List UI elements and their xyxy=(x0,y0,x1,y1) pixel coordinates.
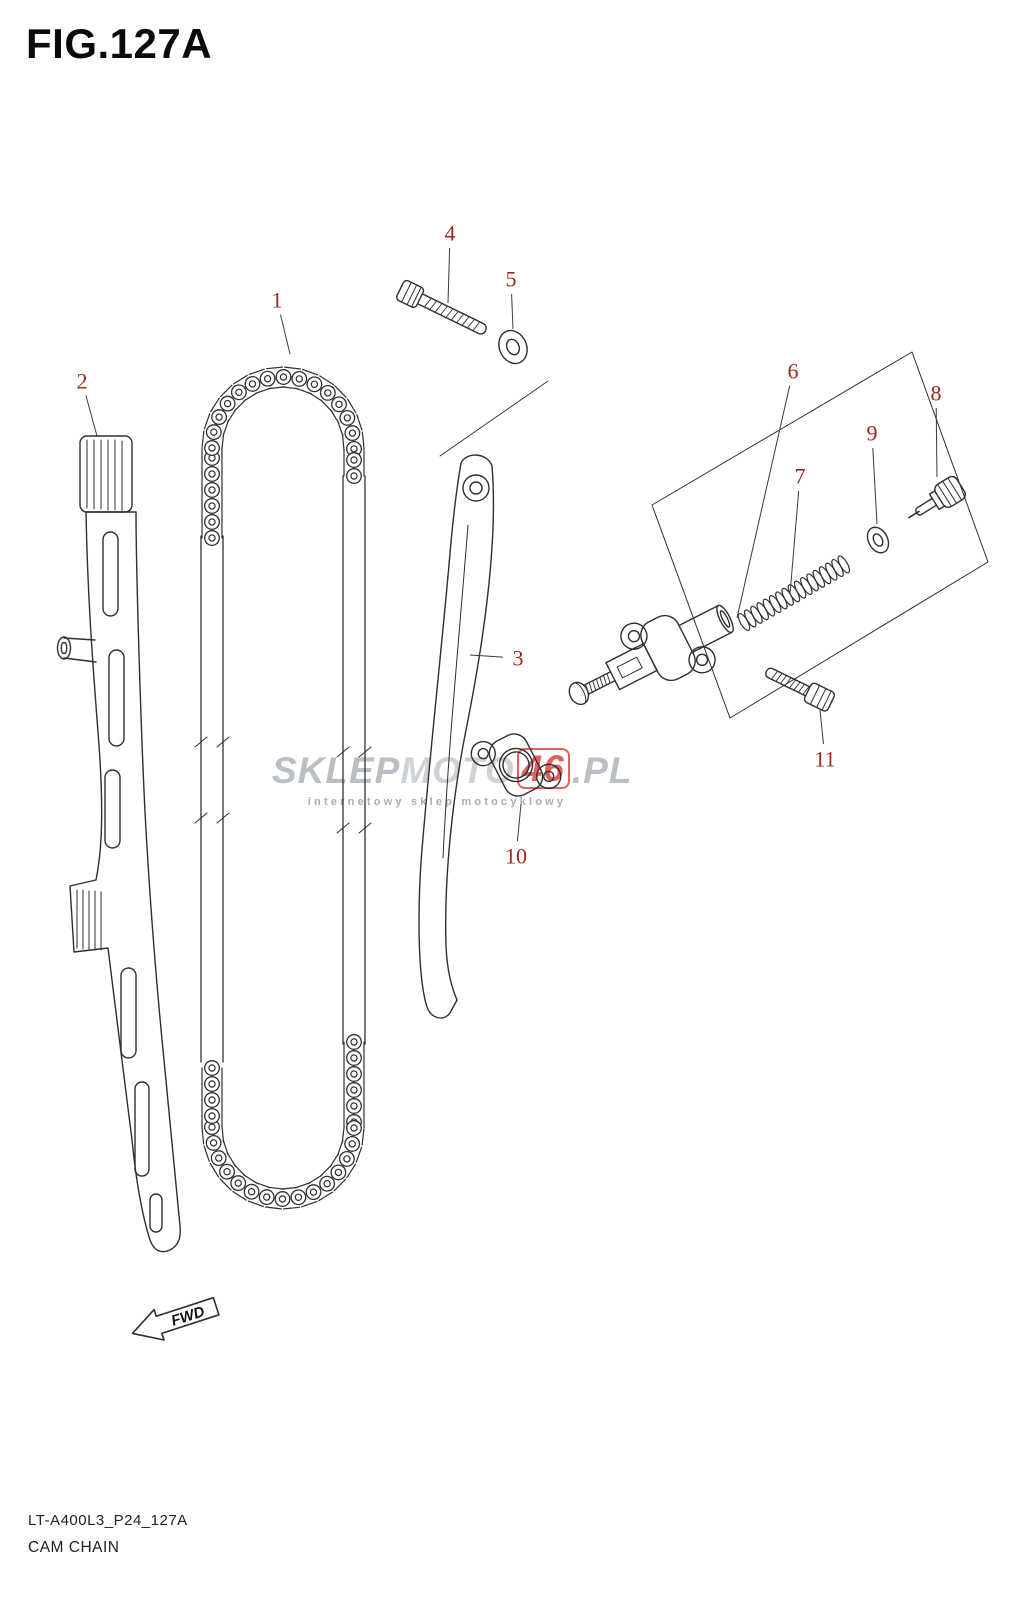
pivot-bolt-part xyxy=(396,279,487,335)
callout-leader-2 xyxy=(85,395,98,437)
callout-leader-11 xyxy=(819,709,824,745)
mount-bolt-part xyxy=(765,667,836,712)
guide-peg xyxy=(63,637,97,663)
figure-caption: CAM CHAIN xyxy=(28,1539,120,1556)
callout-leader-8 xyxy=(935,407,938,478)
callout-leader-3 xyxy=(469,654,504,658)
cam-chain-links xyxy=(201,366,365,1210)
tensioner-blade-part xyxy=(418,454,495,1019)
footer: LT-A400L3_P24_127A CAM CHAIN xyxy=(28,1512,188,1557)
callout-number-9-tensioner-washer: 9 xyxy=(867,421,878,446)
watermark-sklep: SKLEP xyxy=(272,750,401,791)
callout-layer: 1 2 3 4 5 6 7 8 9 10 11 xyxy=(77,221,942,869)
chain-run-lines xyxy=(200,475,366,1063)
callout-leader-5 xyxy=(511,293,514,330)
callout-number-5-pivot-washer: 5 xyxy=(506,267,517,292)
callout-leader-6 xyxy=(736,385,791,619)
detail-box xyxy=(651,351,989,719)
callout-number-7-tensioner-spring: 7 xyxy=(795,464,806,489)
callout-number-4-pivot-bolt: 4 xyxy=(445,221,456,246)
callout-number-10-gasket: 10 xyxy=(505,844,527,869)
tensioner-body-part xyxy=(568,604,734,706)
cap-bolt-part xyxy=(908,475,966,519)
callout-number-1-cam-chain: 1 xyxy=(272,288,283,313)
callout-leader-10 xyxy=(516,803,522,842)
callout-number-11-mount-bolt: 11 xyxy=(814,747,835,772)
callout-leader-9 xyxy=(872,447,878,525)
fwd-arrow-icon xyxy=(131,1296,220,1341)
fwd-label: FWD xyxy=(169,1303,207,1330)
guide-foot-ribs xyxy=(76,889,102,951)
guide-body-outline xyxy=(69,511,181,1253)
callout-number-8-cap-bolt: 8 xyxy=(931,381,942,406)
watermark-subtitle: internetowy sklep motocyklowy xyxy=(307,796,567,808)
cam-chain-part xyxy=(194,366,372,1210)
callout-number-3-tensioner-blade: 3 xyxy=(513,646,524,671)
callout-leader-7 xyxy=(789,490,800,595)
fwd-marker: FWD xyxy=(131,1296,220,1341)
part-code: LT-A400L3_P24_127A xyxy=(28,1512,188,1529)
callout-leader-1 xyxy=(280,314,291,355)
chain-break-marks xyxy=(194,736,372,834)
callout-leader-4 xyxy=(447,247,451,304)
pivot-washer-part xyxy=(498,329,528,365)
watermark-pl: .PL xyxy=(571,750,633,791)
callout-number-6-tensioner-assembly: 6 xyxy=(788,359,799,384)
figure-title: FIG.127A xyxy=(26,20,213,67)
tensioner-spring-part xyxy=(737,555,851,632)
gasket-part xyxy=(470,733,562,797)
tensioner-washer-part xyxy=(866,526,890,554)
callout-number-2-chain-guide: 2 xyxy=(77,369,88,394)
guide-top-ribs xyxy=(86,439,123,512)
chain-guide-part xyxy=(56,435,181,1253)
assembly-axis-line xyxy=(439,380,549,457)
